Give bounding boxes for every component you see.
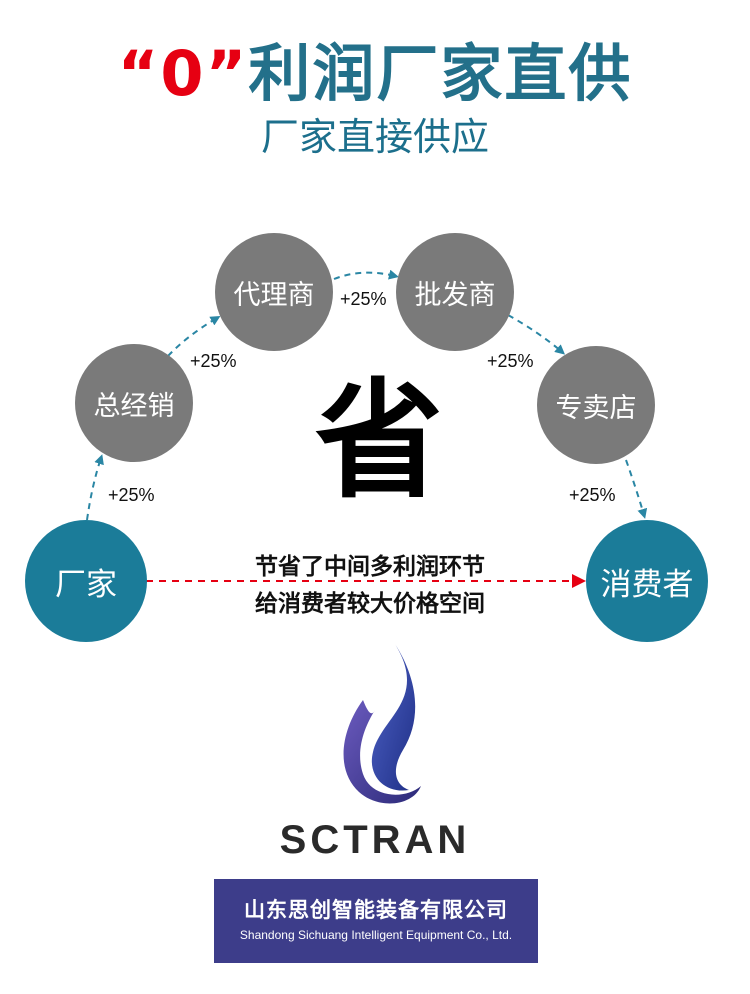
company-banner: 山东思创智能装备有限公司 Shandong Sichuang Intellige… bbox=[214, 879, 538, 963]
node-wholesaler-label: 批发商 bbox=[414, 279, 496, 311]
node-agent: 代理商 bbox=[215, 233, 333, 351]
savings-note-line1: 节省了中间多利润环节 bbox=[255, 554, 485, 580]
title-quote-close: ” bbox=[205, 37, 249, 110]
markup-label-4: +25% bbox=[487, 351, 534, 371]
page-subtitle: 厂家直接供应 bbox=[260, 115, 489, 159]
arrow-wholesaler-to-store bbox=[507, 314, 566, 355]
node-manufacturer: 厂家 bbox=[25, 520, 147, 642]
node-agent-label: 代理商 bbox=[233, 279, 315, 311]
markup-label-3: +25% bbox=[340, 289, 387, 309]
flame-logo-icon bbox=[343, 644, 421, 804]
company-name-cn: 山东思创智能装备有限公司 bbox=[244, 898, 508, 922]
markup-label-5: +25% bbox=[569, 485, 616, 505]
save-character: 省 bbox=[314, 367, 443, 516]
node-store-label: 专卖店 bbox=[555, 392, 637, 424]
node-store: 专卖店 bbox=[537, 346, 655, 464]
savings-note-line2: 给消费者较大价格空间 bbox=[255, 591, 485, 617]
node-distributor: 总经销 bbox=[75, 344, 193, 462]
node-distributor-label: 总经销 bbox=[93, 390, 175, 422]
company-name-en: Shandong Sichuang Intelligent Equipment … bbox=[239, 928, 513, 942]
title-text: 利润厂家直供 bbox=[248, 37, 633, 110]
arrow-store-to-consumer bbox=[625, 459, 648, 519]
title-quote-open: “ bbox=[117, 37, 161, 110]
arrow-manufacturer-to-distributor bbox=[86, 454, 104, 521]
arrow-distributor-to-agent bbox=[167, 315, 221, 357]
markup-label-1: +25% bbox=[108, 485, 155, 505]
node-consumer-label: 消费者 bbox=[600, 566, 694, 603]
node-wholesaler: 批发商 bbox=[396, 233, 514, 351]
node-manufacturer-label: 厂家 bbox=[55, 566, 117, 603]
title-zero: 0 bbox=[160, 37, 206, 110]
arrow-agent-to-wholesaler bbox=[333, 269, 399, 280]
node-consumer: 消费者 bbox=[586, 520, 708, 642]
page-title: “0”利润厂家直供 bbox=[0, 34, 750, 114]
brand-name: SCTRAN bbox=[279, 818, 471, 862]
markup-label-2: +25% bbox=[190, 351, 237, 371]
